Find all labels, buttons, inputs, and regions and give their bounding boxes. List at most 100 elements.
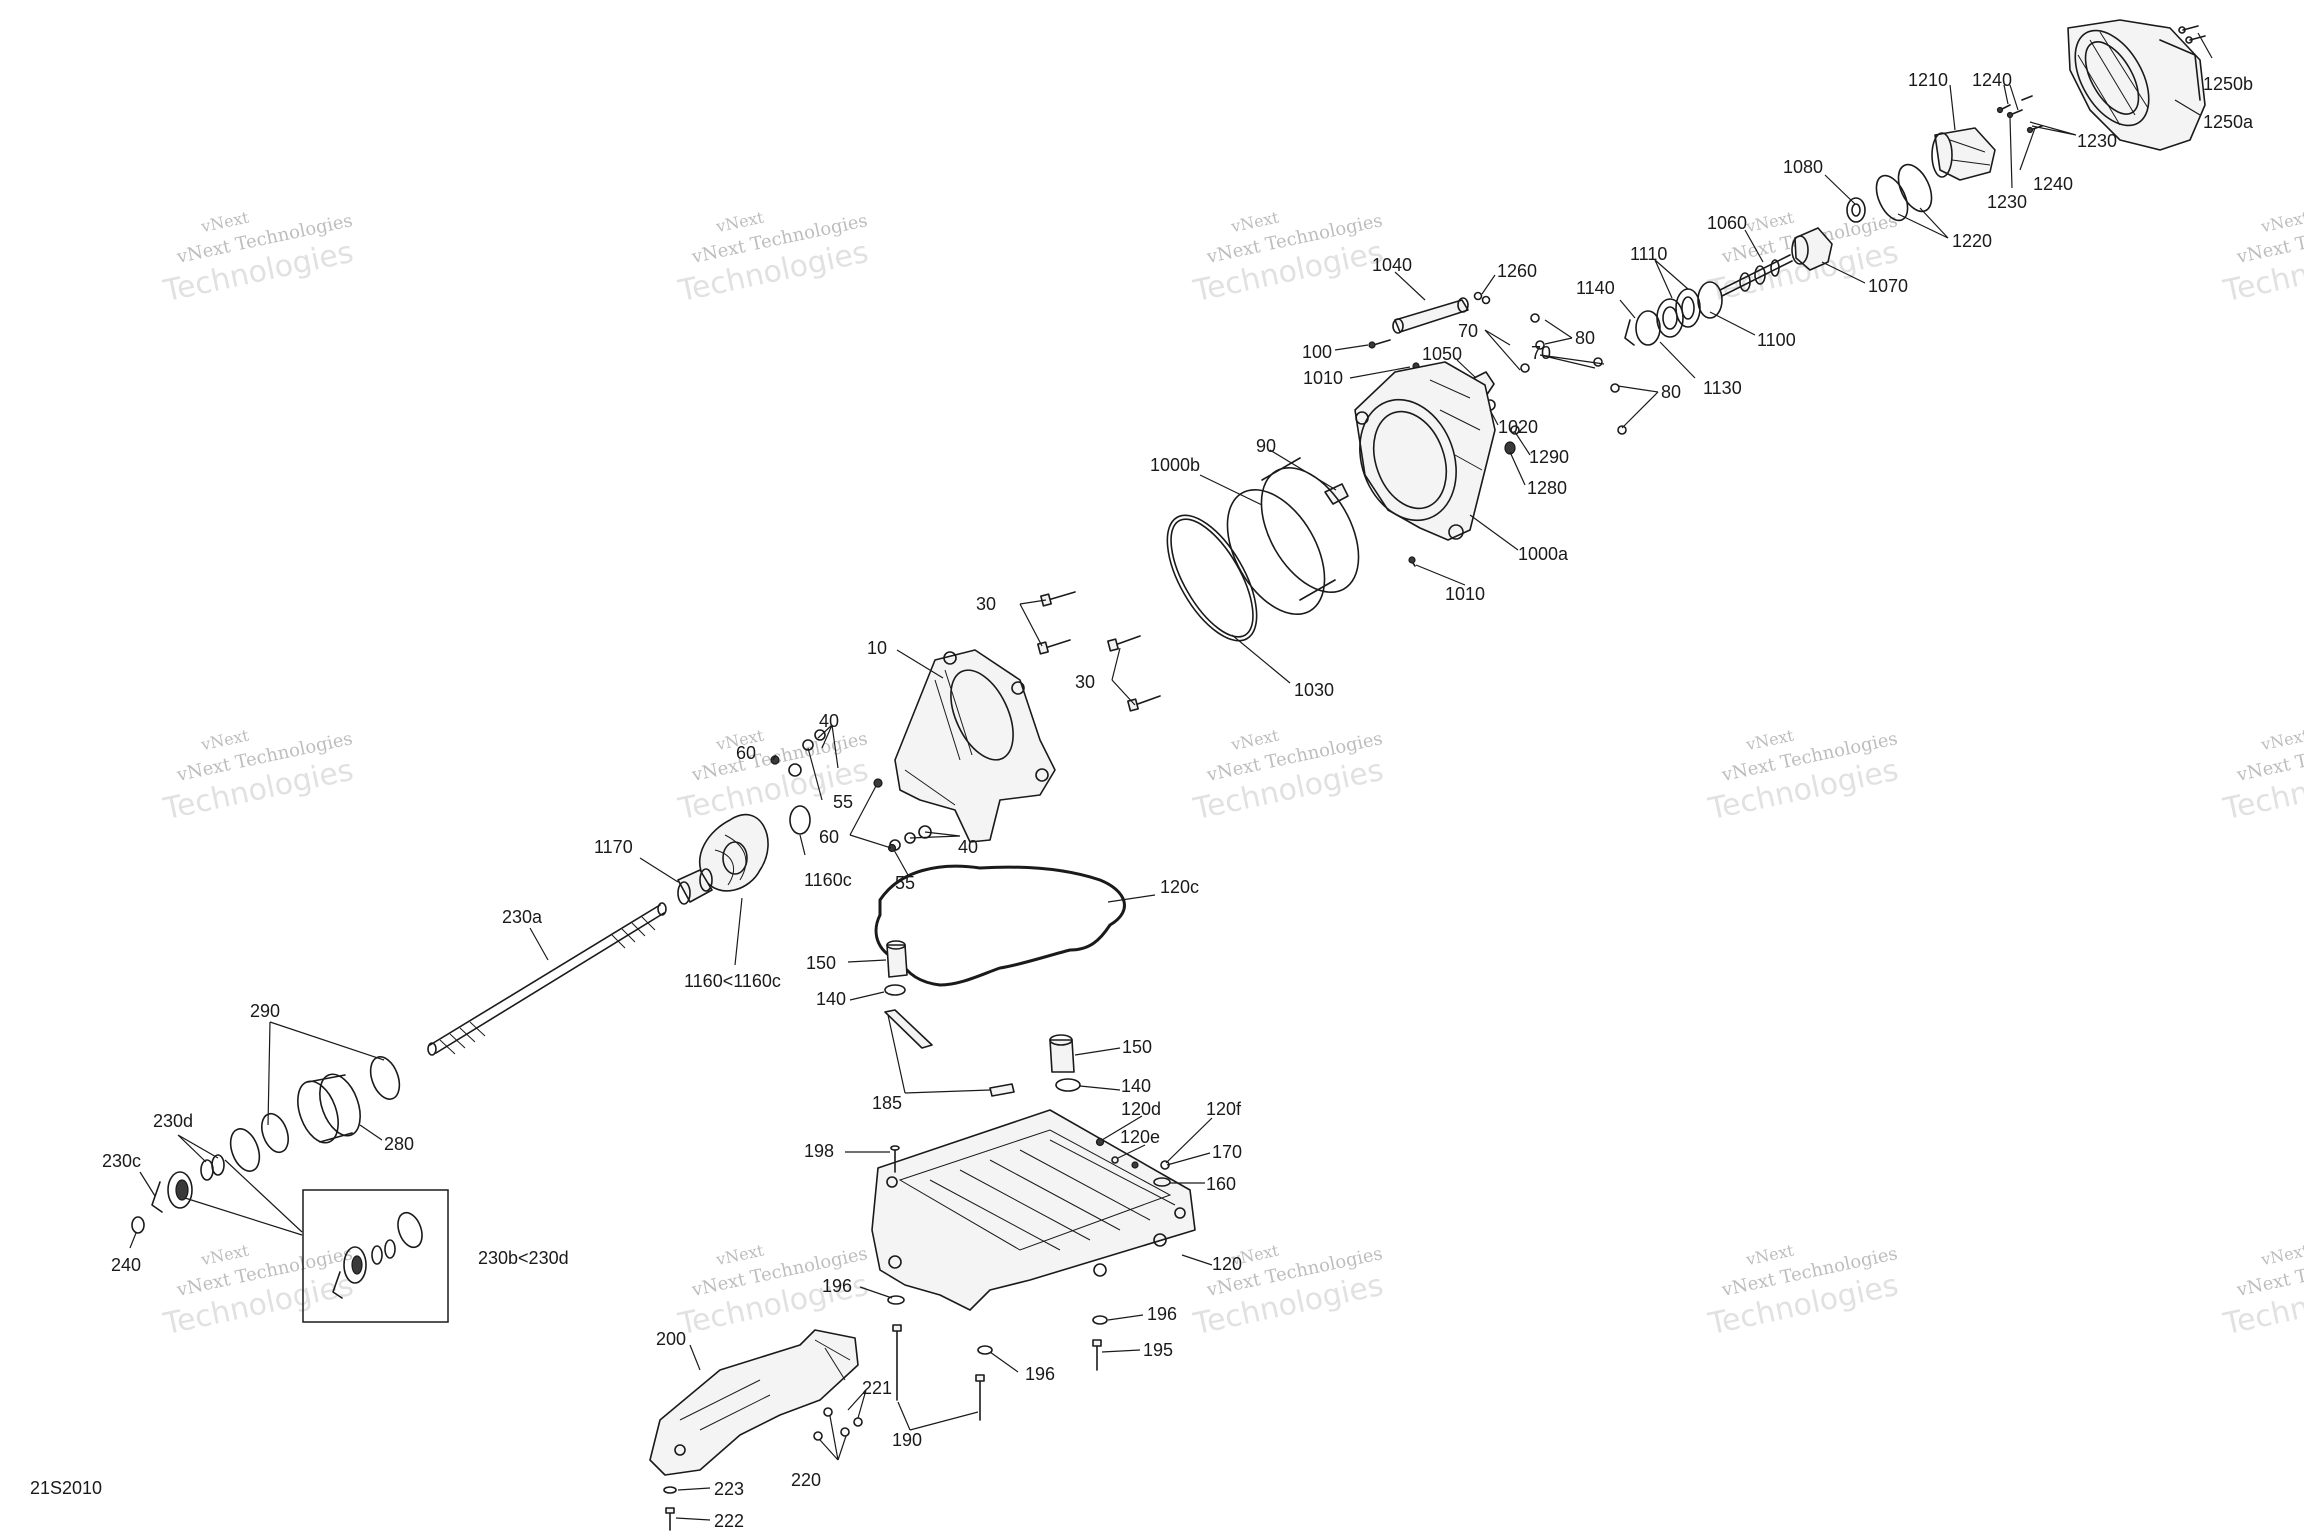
part-label: 70 xyxy=(1458,321,1478,341)
part-label: 170 xyxy=(1212,1142,1242,1162)
part-label: 221 xyxy=(862,1378,892,1398)
parts-layer xyxy=(131,19,2206,1531)
washer-part xyxy=(887,1295,1108,1355)
venturi-housing-part xyxy=(2067,19,2206,151)
part-label: 280 xyxy=(384,1134,414,1154)
part-label: 190 xyxy=(892,1430,922,1450)
part-label: 1080 xyxy=(1783,157,1823,177)
part-label: 60 xyxy=(819,827,839,847)
screw-part xyxy=(1095,1137,1171,1187)
nut-part xyxy=(131,1216,145,1234)
part-label: 1250a xyxy=(2203,112,2254,132)
part-label: 160 xyxy=(1206,1174,1236,1194)
part-label: 230b<230d xyxy=(478,1248,569,1268)
drive-shaft-part xyxy=(427,902,667,1056)
part-label: 196 xyxy=(1025,1364,1055,1384)
part-label: 185 xyxy=(872,1093,902,1113)
part-label: 230d xyxy=(153,1111,193,1131)
part-label: 55 xyxy=(833,792,853,812)
part-label: 1240 xyxy=(1972,70,2012,90)
part-label: 40 xyxy=(958,837,978,857)
part-label: 120d xyxy=(1121,1099,1161,1119)
part-label: 200 xyxy=(656,1329,686,1349)
pin-part xyxy=(1392,297,1469,334)
part-label: 1260 xyxy=(1497,261,1537,281)
washer-part xyxy=(1846,197,1866,223)
bolt-part xyxy=(1092,1339,1102,1371)
part-label: 1000b xyxy=(1150,455,1200,475)
part-label: 220 xyxy=(791,1470,821,1490)
screw-part xyxy=(1996,95,2043,134)
part-label: 240 xyxy=(111,1255,141,1275)
boot-part xyxy=(297,1073,361,1144)
part-label: 1280 xyxy=(1527,478,1567,498)
bolt-part xyxy=(890,1145,900,1173)
pump-support-part xyxy=(894,649,1056,843)
part-label: 1160c xyxy=(804,870,852,890)
bolt-part xyxy=(2178,25,2206,44)
part-label: 198 xyxy=(804,1141,834,1161)
part-label: 196 xyxy=(822,1276,852,1296)
part-label: 230a xyxy=(502,907,543,927)
ride-plate-part xyxy=(871,1109,1196,1311)
o-ring-part xyxy=(1875,163,1933,222)
pump-housing-part xyxy=(1354,361,1496,541)
o-ring-part xyxy=(884,984,1081,1092)
part-label: 1130 xyxy=(1703,378,1742,398)
anode-part xyxy=(1324,483,1349,505)
intake-grate-part xyxy=(649,1329,859,1476)
part-label: 120 xyxy=(1212,1254,1242,1274)
fitting-part xyxy=(886,940,1075,1073)
part-label: 1110 xyxy=(1630,244,1667,264)
part-label: 60 xyxy=(736,743,756,763)
part-label: 1060 xyxy=(1707,213,1747,233)
part-label: 30 xyxy=(1075,672,1095,692)
part-label: 140 xyxy=(1121,1076,1151,1096)
part-label: 30 xyxy=(976,594,996,614)
part-label: 1020 xyxy=(1498,417,1538,437)
part-label: 80 xyxy=(1575,328,1595,348)
part-label: 150 xyxy=(1122,1037,1152,1057)
seal-part xyxy=(151,1171,193,1213)
shaft-part xyxy=(1719,254,1793,297)
seal-ring-part xyxy=(1166,514,1258,642)
part-label: 150 xyxy=(806,953,836,973)
part-label: 1240 xyxy=(2033,174,2073,194)
part-label: 1100 xyxy=(1757,330,1796,350)
part-label: 140 xyxy=(816,989,846,1009)
part-labels: 1250b 1250a 1240 1210 1230 1230 1240 108… xyxy=(102,70,2254,1531)
part-label: 230c xyxy=(102,1151,141,1171)
part-label: 70 xyxy=(1531,343,1551,363)
nozzle-cone-part xyxy=(1931,127,1996,181)
part-label: 55 xyxy=(895,873,915,893)
impeller-part xyxy=(699,813,769,892)
part-label: 1210 xyxy=(1908,70,1948,90)
part-label: 290 xyxy=(250,1001,280,1021)
part-label: 90 xyxy=(1256,436,1276,456)
part-label: 120e xyxy=(1120,1127,1160,1147)
bearing-housing-part xyxy=(1791,227,1833,271)
part-label: 1230 xyxy=(2077,131,2117,151)
part-label: 120c xyxy=(1160,877,1199,897)
watermark: vNext vNext Technologies Technologies xyxy=(160,1240,357,1342)
part-label: 1140 xyxy=(1576,278,1615,298)
washer-part xyxy=(663,1486,677,1494)
part-label: 1030 xyxy=(1294,680,1334,700)
part-label: 1170 xyxy=(594,837,633,857)
part-label: 1040 xyxy=(1372,255,1412,275)
part-label: 196 xyxy=(1147,1304,1177,1324)
part-label: 1220 xyxy=(1952,231,1992,251)
part-label: 1050 xyxy=(1422,344,1462,364)
clip-part xyxy=(1473,291,1491,305)
part-label: 1010 xyxy=(1303,368,1343,388)
part-label: 222 xyxy=(714,1511,744,1531)
part-label: 40 xyxy=(819,711,839,731)
part-label: 120f xyxy=(1206,1099,1242,1119)
leader-lines xyxy=(129,32,2213,1521)
part-label: 195 xyxy=(1143,1340,1173,1360)
bolt-part xyxy=(665,1507,675,1531)
part-label: 80 xyxy=(1661,382,1681,402)
screw-part xyxy=(813,1407,863,1441)
part-label: 1160<1160c xyxy=(684,971,781,991)
